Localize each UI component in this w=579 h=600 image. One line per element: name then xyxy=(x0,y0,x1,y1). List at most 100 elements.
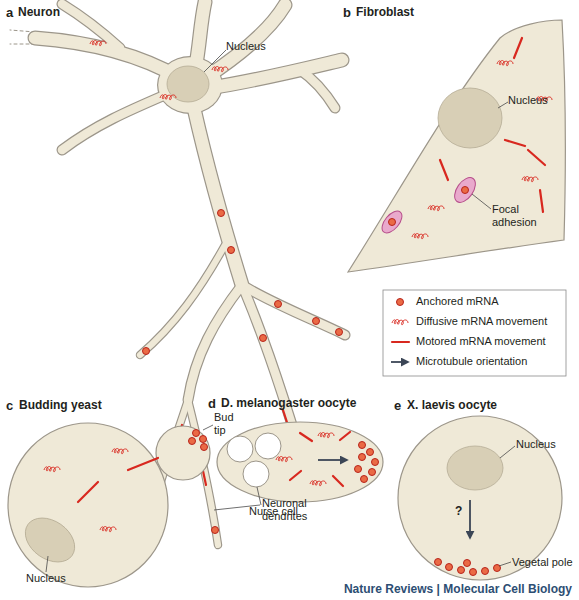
diffusive-mrna xyxy=(212,67,228,72)
panel-title: Budding yeast xyxy=(19,398,102,413)
anchored-mrna xyxy=(355,442,379,483)
motored-mrna xyxy=(300,433,312,441)
anchored-mrna xyxy=(218,210,225,217)
panel-title: Neuron xyxy=(18,5,60,20)
anchored-mrna xyxy=(189,438,196,445)
diffusive-mrna xyxy=(90,41,106,46)
panel-letter: b xyxy=(343,5,351,20)
legend-box xyxy=(392,341,409,343)
question-mark: ? xyxy=(455,505,462,518)
panel-title: X. laevis oocyte xyxy=(407,398,497,413)
anchored-mrna xyxy=(435,559,442,566)
part-label: Focal adhesion xyxy=(492,203,540,229)
diffusive-mrna xyxy=(318,433,334,438)
nurse-cell xyxy=(255,433,281,459)
motored-mrna xyxy=(540,190,543,212)
anchored-mrna xyxy=(435,559,501,576)
oocyte-cell xyxy=(217,422,383,502)
credit-line: Nature Reviews | Molecular Cell Biology xyxy=(300,583,572,596)
anchored-mrna xyxy=(359,442,366,449)
legend-text: Anchored mRNA xyxy=(416,295,499,308)
leader-line xyxy=(46,425,213,572)
diffusive-mrna xyxy=(160,95,176,100)
legend-box xyxy=(383,290,566,376)
leader-line xyxy=(257,487,261,505)
leader-line xyxy=(204,50,226,72)
diffusive-mrna xyxy=(100,527,116,532)
anchored-mrna xyxy=(260,335,267,342)
legend-box xyxy=(392,320,408,325)
leader-line xyxy=(499,446,515,566)
anchored-mrna xyxy=(372,459,379,466)
nurse-cell xyxy=(227,436,253,462)
part-label: Nucleus xyxy=(516,438,556,451)
diffusive-mrna xyxy=(522,177,538,182)
focal-adhesion xyxy=(462,187,469,194)
panel-letter: c xyxy=(6,398,13,413)
panel-title: Fibroblast xyxy=(356,5,414,20)
diffusive-mrna xyxy=(44,449,128,532)
legend-box xyxy=(383,290,566,376)
anchored-mrna xyxy=(369,469,376,476)
anchored-mrna xyxy=(201,444,208,451)
oocyte-cell xyxy=(398,416,562,580)
leader-line xyxy=(499,562,511,566)
anchored-mrna xyxy=(275,301,282,308)
motored-mrna xyxy=(505,140,525,146)
diffusive-mrna xyxy=(90,41,228,100)
panel-title: D. melanogaster oocyte xyxy=(221,396,356,411)
legend-text: Motored mRNA movement xyxy=(416,335,546,348)
anchored-mrna xyxy=(470,569,477,576)
diffusive-mrna xyxy=(428,206,444,211)
nucleus xyxy=(438,88,502,148)
part-label: Bud tip xyxy=(214,411,240,437)
legend-box xyxy=(391,361,408,363)
motored-mrna xyxy=(290,432,350,486)
leader-line xyxy=(472,102,508,209)
anchored-mrna xyxy=(313,318,320,325)
panel-letter: a xyxy=(6,5,13,20)
leader-line xyxy=(472,194,491,209)
leader-line xyxy=(500,446,515,458)
yeast-cell xyxy=(8,423,168,587)
motored-mrna xyxy=(528,150,545,165)
focal-adhesion xyxy=(378,208,405,237)
anchored-mrna xyxy=(193,430,200,437)
nurse-cell xyxy=(243,461,269,487)
neuron-cell xyxy=(35,2,342,285)
anchored-mrna xyxy=(355,466,362,473)
motored-mrna xyxy=(440,160,448,180)
bud-cell xyxy=(156,426,210,480)
motored-mrna xyxy=(333,476,343,486)
diffusive-mrna xyxy=(412,234,428,239)
anchored-mrna xyxy=(464,560,471,567)
diffusive-mrna xyxy=(310,481,326,486)
anchored-mrna xyxy=(458,567,465,574)
neuron-cell xyxy=(35,2,342,285)
anchored-mrna xyxy=(361,476,368,483)
part-label: Nurse cell xyxy=(249,505,298,518)
focal-adhesion xyxy=(450,174,479,206)
diffusive-mrna xyxy=(276,433,334,486)
part-label: Nucleus xyxy=(508,94,548,107)
diffusive-mrna xyxy=(497,61,513,66)
diffusive-mrna xyxy=(112,449,128,454)
motored-mrna xyxy=(78,458,158,502)
anchored-mrna xyxy=(143,348,150,355)
part-label: Nucleus xyxy=(226,40,266,53)
panel-letter: e xyxy=(394,398,401,413)
part-label: Nucleus xyxy=(26,572,66,585)
motored-mrna xyxy=(128,458,158,470)
part-label: Vegetal pole xyxy=(512,556,573,569)
legend-box xyxy=(397,299,404,306)
anchored-mrna xyxy=(336,329,343,336)
legend-text: Diffusive mRNA movement xyxy=(416,315,547,328)
motored-mrna xyxy=(78,482,98,502)
nucleus xyxy=(167,66,209,102)
motored-mrna xyxy=(290,471,301,480)
diffusive-mrna xyxy=(412,61,552,239)
anchored-mrna xyxy=(482,568,489,575)
motored-mrna xyxy=(514,38,522,58)
anchored-mrna xyxy=(446,564,453,571)
anchored-mrna xyxy=(200,436,207,443)
